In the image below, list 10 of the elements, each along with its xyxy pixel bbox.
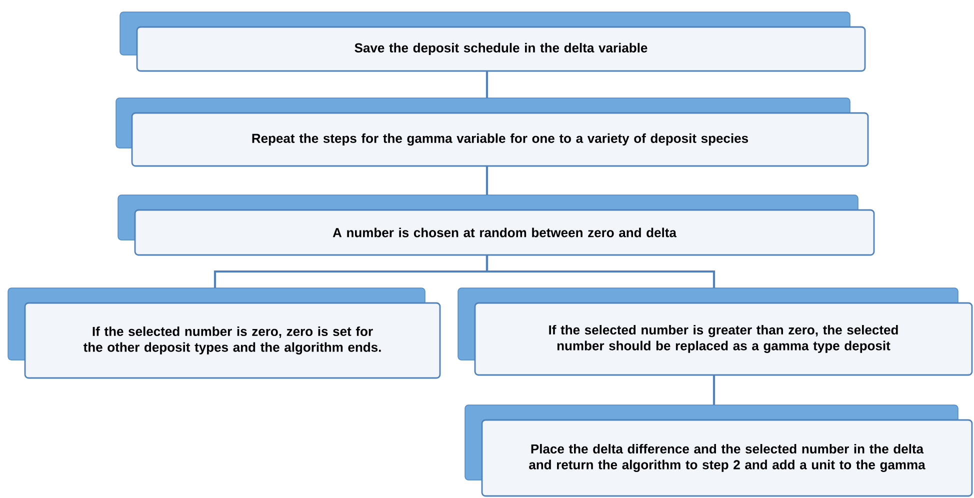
process-box: A number is chosen at random between zero and delta (118, 194, 875, 256)
connector-line (486, 166, 488, 195)
connector-line (486, 255, 716, 288)
process-box: Repeat the steps for the gamma variable for one to a variety of deposit species (116, 98, 869, 167)
process-box: Place the delta difference and the selected number in the delta and return the algorithm to step 2 and add a unit to the gamma (464, 404, 973, 497)
connector-line (486, 71, 488, 98)
process-box: Save the deposit schedule in the delta variable (120, 12, 866, 72)
process-box: If the selected number is greater than zero, the selected number should be replaced as a gamma type deposit (458, 288, 973, 376)
connector-line (712, 375, 716, 405)
process-box: If the selected number is zero, zero is set for the other deposit types and the algorithm ends. (8, 288, 441, 379)
